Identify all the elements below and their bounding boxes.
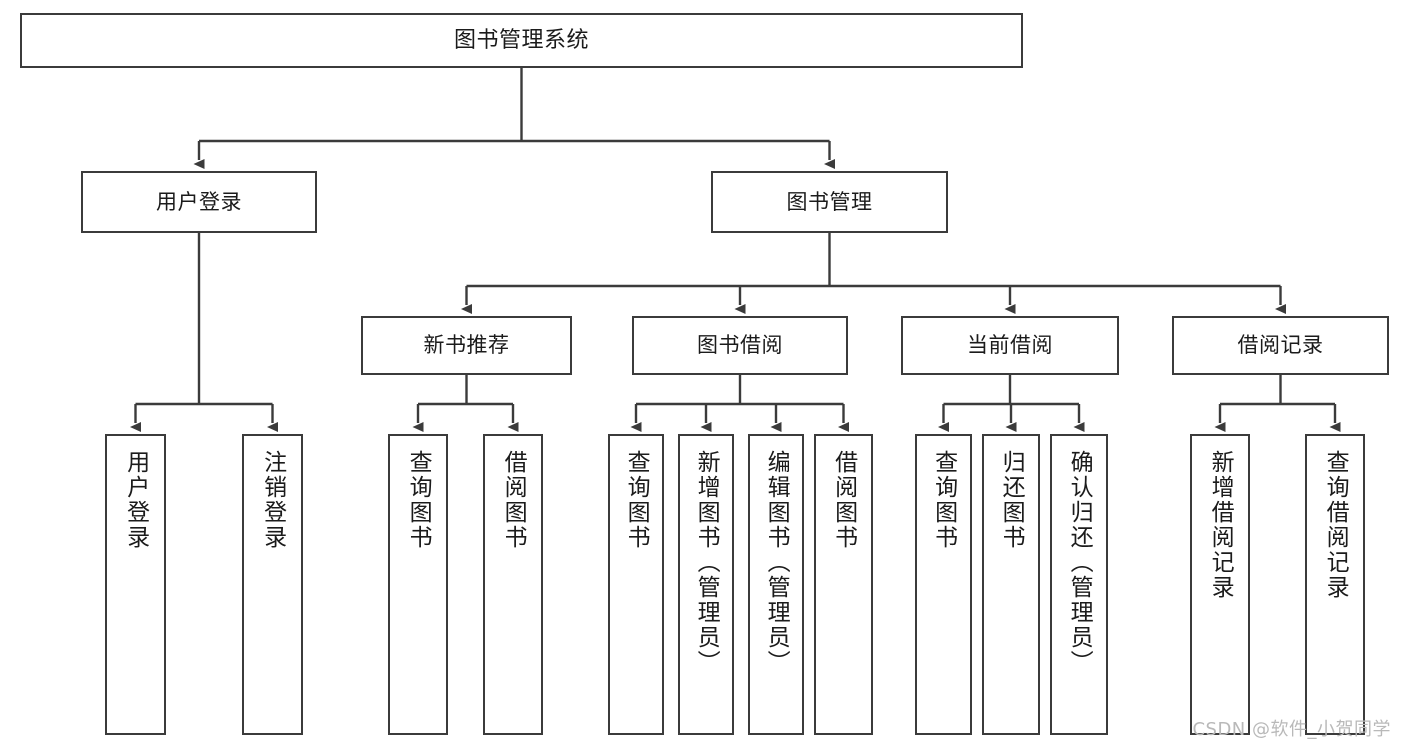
node-label: 用户登录 (122, 450, 149, 550)
node-current-borrow[interactable]: 当前借阅 (901, 316, 1119, 375)
node-label: 编辑图书（管理员） (763, 450, 790, 675)
node-user-login[interactable]: 用户登录 (81, 171, 317, 233)
node-leaf-borrow-book-1[interactable]: 借阅图书 (483, 434, 543, 735)
node-leaf-query-record[interactable]: 查询借阅记录 (1305, 434, 1365, 735)
node-label: 当前借阅 (967, 333, 1053, 358)
node-label: 确认归还（管理员） (1066, 450, 1093, 675)
node-leaf-confirm-return[interactable]: 确认归还（管理员） (1050, 434, 1108, 735)
node-label: 借阅图书 (830, 450, 857, 550)
node-leaf-query-book-3[interactable]: 查询图书 (915, 434, 972, 735)
node-leaf-borrow-book-2[interactable]: 借阅图书 (814, 434, 873, 735)
node-label: 用户登录 (156, 189, 242, 214)
node-label: 查询图书 (623, 450, 650, 550)
node-leaf-return-book[interactable]: 归还图书 (982, 434, 1040, 735)
node-label: 归还图书 (998, 450, 1025, 550)
node-leaf-query-book-2[interactable]: 查询图书 (608, 434, 664, 735)
node-leaf-query-book-1[interactable]: 查询图书 (388, 434, 448, 735)
node-label: 借阅记录 (1237, 333, 1324, 358)
node-label: 查询图书 (930, 450, 957, 550)
node-label: 查询借阅记录 (1322, 450, 1349, 600)
node-label: 图书管理系统 (453, 27, 589, 53)
node-book-manage[interactable]: 图书管理 (711, 171, 948, 233)
node-root[interactable]: 图书管理系统 (20, 13, 1023, 68)
node-label: 注销登录 (259, 450, 286, 550)
node-leaf-user-login[interactable]: 用户登录 (105, 434, 166, 735)
node-leaf-add-record[interactable]: 新增借阅记录 (1190, 434, 1250, 735)
node-label: 新增借阅记录 (1207, 450, 1234, 600)
node-leaf-edit-book[interactable]: 编辑图书（管理员） (748, 434, 804, 735)
watermark: CSDN @软件_小贺同学 (1192, 719, 1391, 740)
node-leaf-user-logout[interactable]: 注销登录 (242, 434, 303, 735)
node-borrow-record[interactable]: 借阅记录 (1172, 316, 1389, 375)
node-new-book-rec[interactable]: 新书推荐 (361, 316, 572, 375)
node-leaf-add-book[interactable]: 新增图书（管理员） (678, 434, 734, 735)
node-label: 借阅图书 (500, 450, 527, 550)
node-label: 图书借阅 (697, 333, 783, 358)
node-book-borrow[interactable]: 图书借阅 (632, 316, 848, 375)
node-label: 新增图书（管理员） (693, 450, 720, 675)
node-label: 图书管理 (786, 189, 873, 214)
node-label: 新书推荐 (423, 333, 510, 358)
node-label: 查询图书 (405, 450, 432, 550)
